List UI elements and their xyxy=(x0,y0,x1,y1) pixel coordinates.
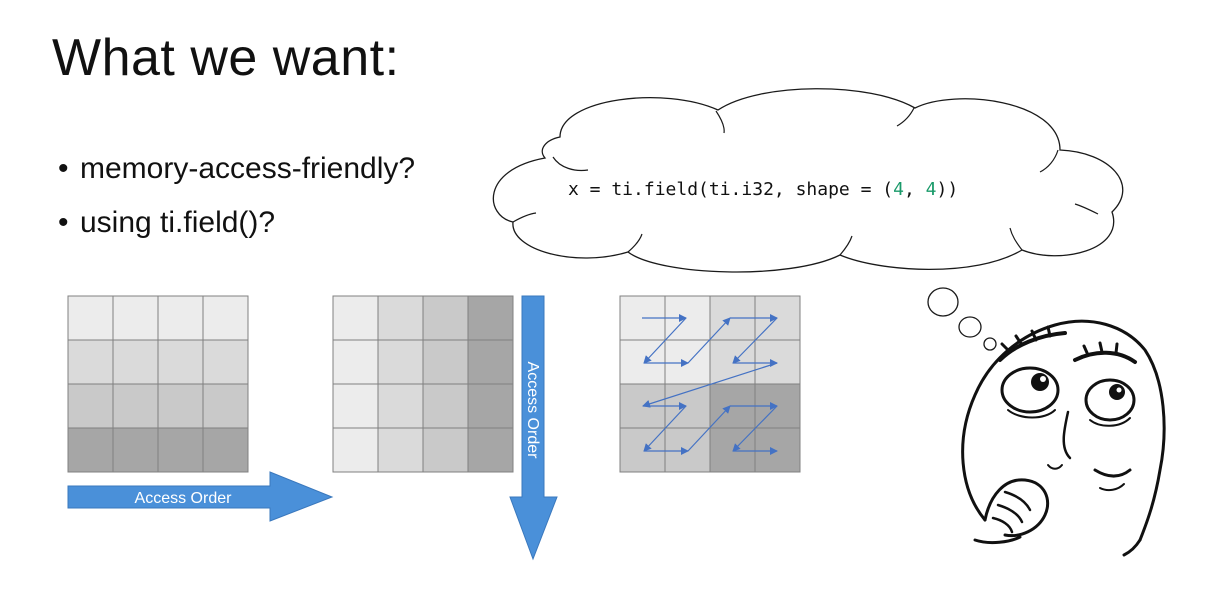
thought-bubble xyxy=(958,316,982,338)
grid-cell xyxy=(332,383,379,429)
thinking-face-icon xyxy=(961,319,1166,557)
thought-bubbles xyxy=(927,287,997,351)
grid-cell xyxy=(754,427,801,473)
grid-cell xyxy=(377,383,424,429)
grid-cell xyxy=(112,295,159,341)
bullet-item: •using ti.field()? xyxy=(58,206,276,239)
vertical-access-arrow: Access Order xyxy=(509,295,558,561)
grid-cell xyxy=(332,339,379,385)
grid-cell xyxy=(112,427,159,473)
grid-cell xyxy=(332,295,379,341)
grid-cell xyxy=(157,339,204,385)
grid-cell xyxy=(112,339,159,385)
grid-cell xyxy=(157,295,204,341)
zigzag-path xyxy=(642,314,778,455)
grid-cell xyxy=(377,339,424,385)
code-snippet: x = ti.field(ti.i32, shape = (4, 4)) xyxy=(568,179,958,200)
grid-cell xyxy=(467,427,514,473)
grid-cell xyxy=(422,383,469,429)
horizontal-access-arrow: Access Order xyxy=(67,471,334,522)
code-suffix: )) xyxy=(936,179,958,200)
grid-cell xyxy=(202,383,249,429)
grid-cell xyxy=(202,339,249,385)
grid-cell xyxy=(67,383,114,429)
grid-cell xyxy=(467,295,514,341)
arrow-right-icon xyxy=(67,471,334,522)
thought-bubble xyxy=(927,287,959,317)
code-number: 4 xyxy=(893,179,904,200)
code-number: 4 xyxy=(926,179,937,200)
arrow-down-icon xyxy=(509,295,558,561)
code-comma: , xyxy=(904,179,926,200)
grid-cell xyxy=(332,427,379,473)
grid-cell xyxy=(422,295,469,341)
grid-cell xyxy=(202,427,249,473)
slide-title: What we want: xyxy=(52,29,400,87)
grid-cell xyxy=(422,339,469,385)
bullet-list: •memory-access-friendly? •using ti.field… xyxy=(58,142,415,250)
grid-cell xyxy=(202,295,249,341)
grid-cell xyxy=(67,339,114,385)
grid-cell xyxy=(467,339,514,385)
bullet-item: •memory-access-friendly? xyxy=(58,152,416,185)
grid-cell xyxy=(754,339,801,385)
thought-bubble xyxy=(983,337,997,351)
grid-column-major xyxy=(332,295,514,473)
bullet-text: using ti.field()? xyxy=(80,206,276,239)
access-order-label: Access Order xyxy=(524,362,541,460)
grid-cell xyxy=(67,427,114,473)
bullet-text: memory-access-friendly? xyxy=(80,152,416,185)
grid-cell xyxy=(157,427,204,473)
grid-row-major xyxy=(67,295,249,473)
grid-cell xyxy=(422,427,469,473)
grid-cell xyxy=(377,295,424,341)
grid-cell xyxy=(467,383,514,429)
grid-cell xyxy=(157,383,204,429)
grid-cell xyxy=(377,427,424,473)
access-order-label: Access Order xyxy=(135,490,233,507)
grid-cell xyxy=(619,339,666,385)
grid-cell xyxy=(619,427,666,473)
grid-cell xyxy=(112,383,159,429)
code-prefix: x = ti.field(ti.i32, shape = ( xyxy=(568,179,893,200)
thought-cloud xyxy=(492,88,1124,273)
grid-cell xyxy=(67,295,114,341)
